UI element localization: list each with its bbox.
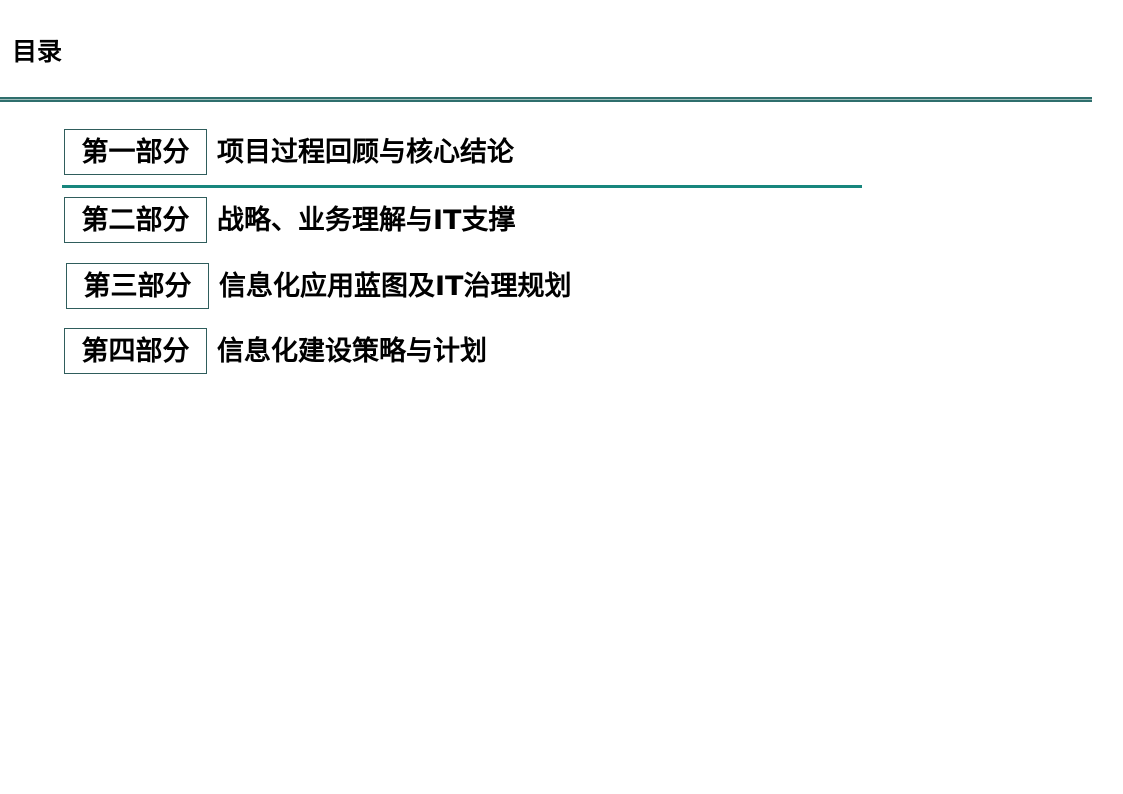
toc-part-badge: 第三部分 <box>66 263 209 309</box>
toc-item-part-3[interactable]: 第三部分 信息化应用蓝图及IT治理规划 <box>66 263 571 309</box>
toc-item-label: 信息化建设策略与计划 <box>217 335 487 367</box>
toc-part-badge: 第四部分 <box>64 328 207 374</box>
toc-item-label: 战略、业务理解与IT支撑 <box>217 204 516 236</box>
header-divider <box>0 97 1092 103</box>
toc-item-label: 信息化应用蓝图及IT治理规划 <box>219 270 572 302</box>
toc-part-badge: 第一部分 <box>64 129 207 175</box>
toc-item-part-4[interactable]: 第四部分 信息化建设策略与计划 <box>64 328 487 374</box>
toc-item-label: 项目过程回顾与核心结论 <box>217 136 514 168</box>
page-title: 目录 <box>12 37 63 66</box>
active-item-underline <box>62 185 862 188</box>
toc-item-part-2[interactable]: 第二部分 战略、业务理解与IT支撑 <box>64 197 515 243</box>
toc-part-badge: 第二部分 <box>64 197 207 243</box>
toc-item-part-1[interactable]: 第一部分 项目过程回顾与核心结论 <box>64 129 514 175</box>
